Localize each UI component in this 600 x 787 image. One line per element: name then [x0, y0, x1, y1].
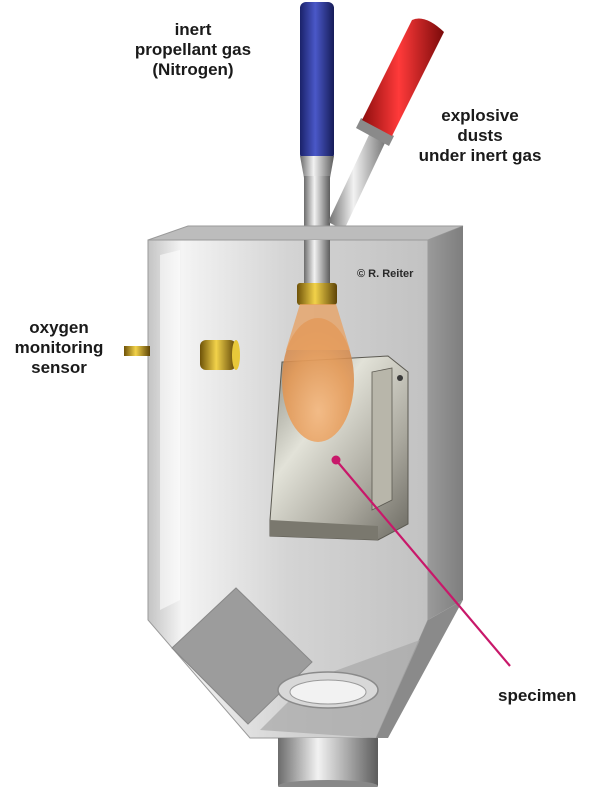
explosive-dust-tube: [328, 18, 444, 230]
specimen-pointer-line: [335, 459, 511, 667]
oxygen-sensor-label-line-2: monitoring: [14, 338, 104, 357]
explosive-dusts-label-line-2: dusts: [457, 126, 503, 145]
dust-cloud-plume: [286, 304, 350, 350]
outlet-pipe: [277, 671, 379, 787]
specimen-label-text: specimen: [498, 686, 577, 705]
explosive-dusts-label-line-3: under inert gas: [418, 146, 542, 165]
specimen-label: specimen: [498, 686, 600, 706]
inert-gas-label-line-2: propellant gas: [134, 40, 252, 59]
oxygen-sensor-label-line-3: sensor: [31, 358, 87, 377]
oxygen-sensor: [124, 340, 240, 370]
specimen-pointer-dot: [331, 455, 341, 465]
explosive-dusts-label-line-1: explosive: [441, 106, 519, 125]
inert-gas-tube: [300, 2, 334, 238]
explosive-dusts-label: explosive dusts under inert gas: [390, 106, 570, 166]
inert-gas-label: inert propellant gas (Nitrogen): [118, 20, 268, 80]
inert-gas-label-line-3: (Nitrogen): [152, 60, 234, 79]
oxygen-sensor-label: oxygen monitoring sensor: [0, 318, 118, 378]
dust-nozzle: [297, 240, 337, 305]
inert-gas-label-line-1: inert: [174, 20, 212, 39]
oxygen-sensor-label-line-1: oxygen: [29, 318, 89, 337]
copyright-notice: © R. Reiter: [357, 268, 414, 280]
